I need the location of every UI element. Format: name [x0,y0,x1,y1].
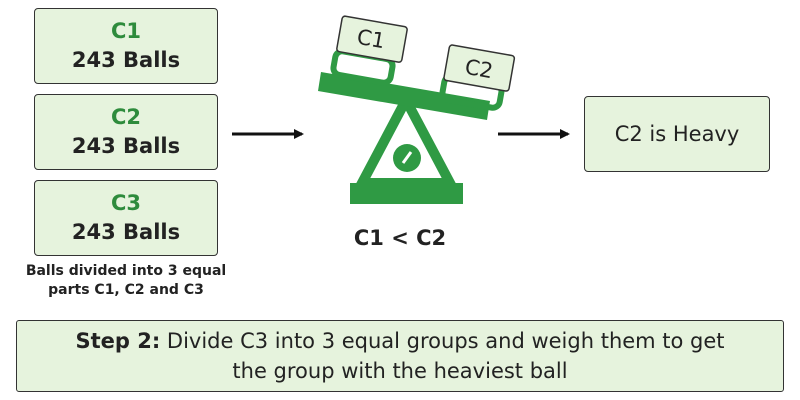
step-text-2: the group with the heaviest ball [232,359,568,383]
group-count: 243 Balls [71,134,181,158]
right-pan-label: C2 [463,55,495,84]
scale-base [350,183,463,204]
group-count: 243 Balls [71,220,181,244]
scale-beam [318,72,490,120]
group-box-c1: C1 243 Balls [34,8,218,84]
left-pan-label: C1 [355,25,387,54]
scale-fulcrum [353,89,459,188]
caption-line: Balls divided into 3 equal [25,263,227,279]
step-box: Step 2: Divide C3 into 3 equal groups an… [16,320,784,392]
scale-comparison: C1 < C2 [353,226,447,250]
group-box-c3: C3 243 Balls [34,180,218,256]
result-text: C2 is Heavy [614,122,740,146]
groups-caption: Balls divided into 3 equal parts C1, C2 … [8,262,244,300]
left-pan-card [336,15,408,63]
group-name: C2 [110,105,142,129]
caption-line: parts C1, C2 and C3 [48,282,204,298]
group-name: C3 [110,191,142,215]
group-name: C1 [110,19,142,43]
step-label: Step 2: [75,329,161,353]
result-box: C2 is Heavy [584,96,770,172]
scale-knob-needle [401,151,413,164]
group-box-c2: C2 243 Balls [34,94,218,170]
step-line-1: Step 2: Divide C3 into 3 equal groups an… [75,326,724,356]
group-count: 243 Balls [71,48,181,72]
step-text-1: Divide C3 into 3 equal groups and weigh … [166,329,725,353]
right-pan-card [443,44,516,92]
balance-scale-icon: C1 C2 [318,15,516,204]
